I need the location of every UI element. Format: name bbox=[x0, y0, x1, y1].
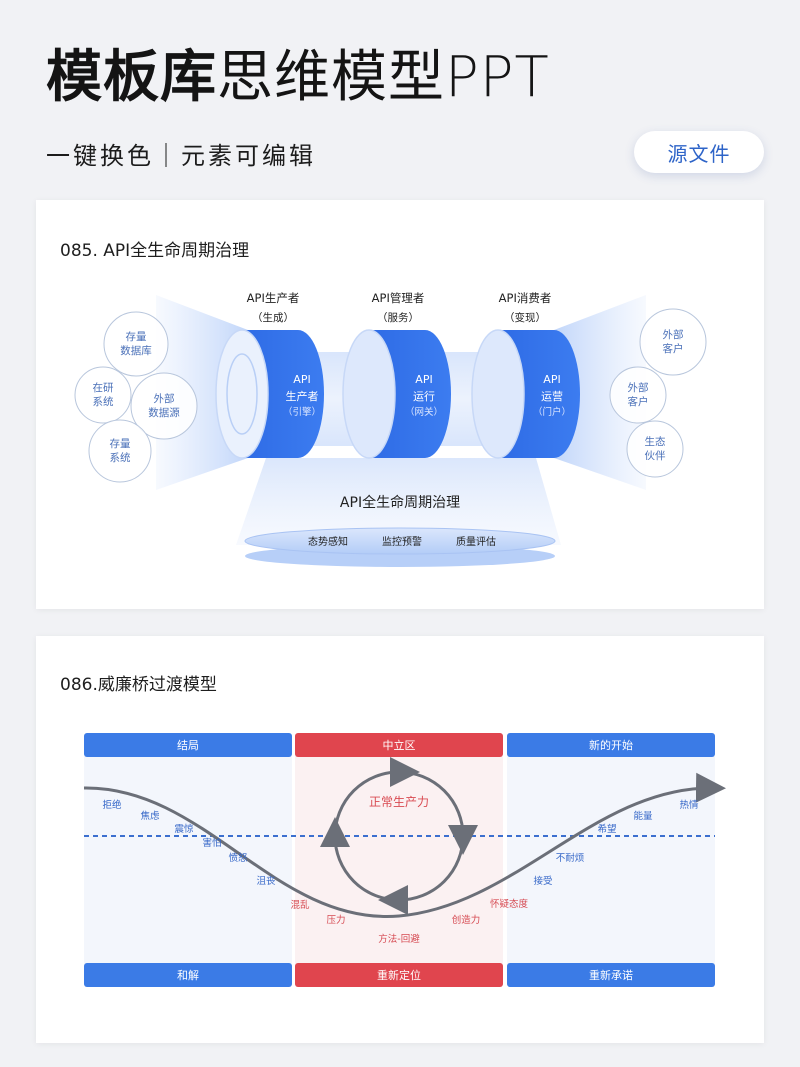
header-new-beginning bbox=[507, 733, 715, 757]
left-word: 害怕 bbox=[202, 837, 221, 849]
card-api-lifecycle: 085. API全生命周期治理 bbox=[36, 200, 764, 609]
header-label: 结局 bbox=[177, 739, 199, 752]
left-circle-label: 外部 bbox=[154, 392, 175, 405]
page-title: 模板库思维模型PPT bbox=[46, 40, 550, 116]
middle-word: 压力 bbox=[326, 914, 345, 926]
card-title-api: 085. API全生命周期治理 bbox=[60, 241, 250, 261]
cylinder-sub: （引擎） bbox=[283, 406, 321, 418]
footer-label: 重新定位 bbox=[377, 968, 421, 982]
right-circle-label: 伙伴 bbox=[645, 449, 666, 462]
cylinder-title: API bbox=[415, 373, 432, 386]
source-file-button[interactable]: 源文件 bbox=[634, 131, 764, 173]
cylinder-manager bbox=[342, 329, 451, 459]
cylinder-sub: （网关） bbox=[405, 406, 443, 418]
base-title: API全生命周期治理 bbox=[340, 494, 460, 511]
cylinder-title: API bbox=[543, 373, 560, 386]
footer-recommitment bbox=[507, 963, 715, 987]
right-circle-label: 外部 bbox=[663, 328, 684, 341]
left-circle-label: 系统 bbox=[110, 451, 131, 464]
header-label: 新的开始 bbox=[589, 738, 633, 752]
right-circle-label: 客户 bbox=[628, 395, 649, 408]
left-word: 拒绝 bbox=[102, 799, 122, 811]
left-circle-label: 系统 bbox=[93, 395, 114, 408]
base-item: 监控预警 bbox=[382, 535, 422, 548]
role-name: API管理者 bbox=[372, 291, 425, 305]
right-word: 希望 bbox=[597, 823, 616, 835]
header-neutral-zone bbox=[295, 733, 503, 757]
left-circle bbox=[88, 419, 152, 483]
api-lifecycle-diagram: API生产者 （生成） API管理者 （服务） API消费者 （变现） API … bbox=[74, 291, 707, 567]
role-name: API生产者 bbox=[247, 291, 300, 305]
cylinder-producer bbox=[215, 329, 324, 459]
left-circle-label: 存量 bbox=[110, 437, 131, 450]
column-bg-middle bbox=[295, 756, 503, 964]
right-word: 接受 bbox=[533, 875, 552, 887]
right-circle-label: 客户 bbox=[663, 342, 684, 355]
header-ending bbox=[84, 733, 292, 757]
middle-word: 方法-回避 bbox=[378, 933, 420, 945]
cylinder-main: 运营 bbox=[541, 389, 563, 403]
right-circle-label: 生态 bbox=[645, 435, 666, 448]
base-item: 质量评估 bbox=[456, 535, 496, 548]
left-circle-label: 存量 bbox=[126, 330, 147, 343]
left-word: 沮丧 bbox=[256, 875, 276, 887]
right-circle-label: 外部 bbox=[628, 381, 649, 394]
page-subtitle: 一键换色｜元素可编辑 bbox=[46, 142, 316, 170]
page-title-bold: 模板库 bbox=[46, 45, 217, 110]
right-word: 热情 bbox=[679, 799, 699, 811]
left-word: 焦虑 bbox=[140, 810, 160, 822]
cylinder-consumer bbox=[471, 329, 580, 459]
footer-repositioning bbox=[295, 963, 503, 987]
transition-curve bbox=[83, 772, 726, 918]
page-title-light: 思维模型PPT bbox=[217, 45, 550, 110]
role-sub: （服务） bbox=[377, 311, 419, 324]
cylinder-sub: （门户） bbox=[533, 406, 571, 418]
footer-label: 重新承诺 bbox=[589, 968, 633, 982]
right-circle bbox=[639, 308, 707, 376]
cylinder-title: API bbox=[293, 373, 310, 386]
base-item: 态势感知 bbox=[308, 535, 348, 548]
footer-label: 和解 bbox=[177, 968, 199, 982]
role-sub: （变现） bbox=[504, 311, 546, 324]
down-beam bbox=[236, 458, 561, 545]
right-word: 能量 bbox=[633, 810, 653, 822]
right-beam bbox=[554, 295, 646, 490]
left-circle-label: 数据源 bbox=[148, 406, 180, 419]
bridges-transition-diagram: 结局 中立区 新的开始 和解 重新定位 重新承诺 正常生产力 拒绝 焦虑 震惊 … bbox=[83, 733, 726, 987]
base-disk-top bbox=[244, 527, 556, 555]
right-word: 不耐烦 bbox=[556, 852, 585, 864]
left-word: 震惊 bbox=[174, 823, 194, 835]
right-circle bbox=[609, 366, 667, 424]
left-circle-label: 数据库 bbox=[120, 344, 152, 357]
card-title-bridges: 086.威廉桥过渡模型 bbox=[60, 675, 217, 695]
cylinder-main: 运行 bbox=[413, 390, 435, 403]
header-label: 中立区 bbox=[383, 738, 416, 752]
middle-word: 创造力 bbox=[452, 914, 481, 926]
left-circle bbox=[103, 311, 169, 377]
cycle-label: 正常生产力 bbox=[369, 795, 429, 809]
left-circle bbox=[130, 372, 198, 440]
left-circle-label: 在研 bbox=[93, 382, 114, 394]
role-name: API消费者 bbox=[499, 291, 552, 305]
right-circle bbox=[626, 420, 684, 478]
role-sub: （生成） bbox=[252, 311, 294, 324]
middle-word: 怀疑态度 bbox=[490, 898, 529, 910]
footer-reconciliation bbox=[84, 963, 292, 987]
left-word: 愤怒 bbox=[228, 852, 248, 864]
card-bridges-transition: 086.威廉桥过渡模型 结局 中立区 新的开始 和解 重新定位 重新承诺 bbox=[36, 636, 764, 1043]
cylinder-main: 生产者 bbox=[286, 389, 319, 403]
column-bg-left bbox=[84, 756, 292, 964]
left-circle bbox=[74, 366, 132, 424]
middle-word: 混乱 bbox=[290, 900, 310, 911]
